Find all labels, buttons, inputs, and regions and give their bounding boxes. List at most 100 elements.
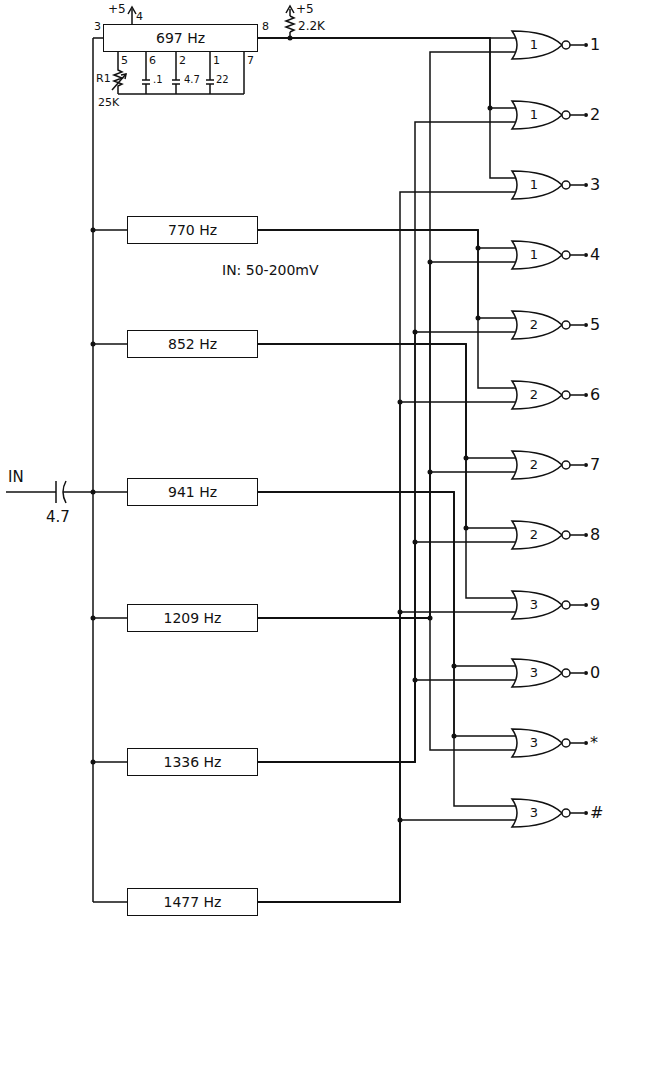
signal-wire [258,472,516,618]
output-dot [584,393,588,397]
part-value: 4.7 [46,508,70,526]
filter-label: 697 Hz [156,30,205,47]
junction-dot [398,818,403,823]
nor-gate: 2 [510,450,572,480]
supply-label: +5 [108,2,126,16]
gate-outline [512,311,562,339]
junction-dot [464,526,469,531]
nor-gate: 1 [510,100,572,130]
pin-number: 3 [94,20,101,33]
inversion-bubble [562,111,570,119]
signal-note: IN: 50-200mV [222,262,319,279]
nor-gate-symbol [510,310,572,340]
inversion-bubble [562,669,570,677]
junction-dot [428,616,433,621]
pin-number: 4 [136,10,143,23]
nor-gate-symbol [510,380,572,410]
junction-dot [476,246,481,251]
filter-label: 770 Hz [168,222,217,239]
output-digit: 6 [590,385,600,404]
junction-dot [413,540,418,545]
supply-arrow [286,6,294,13]
filter-box: 852 Hz [127,330,258,358]
nor-gate-symbol [510,240,572,270]
signal-wire [258,52,516,618]
junction-dot [452,734,457,739]
potentiometer-arrow [112,74,126,90]
filter-label: 852 Hz [168,336,217,353]
signal-wire [258,38,516,108]
nor-gate-symbol [510,520,572,550]
output-dot [584,811,588,815]
inversion-bubble [562,321,570,329]
potentiometer-arrow [121,74,126,79]
capacitor-symbol [172,80,180,84]
pin-wire [175,52,177,94]
inversion-bubble [562,809,570,817]
pullup-wire [289,9,291,16]
junction-dot [464,456,469,461]
junction-dot [413,678,418,683]
output-dot [584,533,588,537]
junction-dot [428,470,433,475]
capacitor-symbol [142,80,150,84]
output-dot [584,253,588,257]
signal-wire [258,344,516,598]
output-digit: * [590,733,598,752]
signal-wire [258,344,516,458]
output-dot [584,671,588,675]
output-dot [584,463,588,467]
nor-gate: 2 [510,520,572,550]
junction-dot [413,330,418,335]
gate-number: 3 [530,597,538,613]
signal-wire [258,680,516,762]
nor-gate: 2 [510,310,572,340]
filter-label: 941 Hz [168,484,217,501]
nor-gate: 1 [510,30,572,60]
signal-wire [258,618,516,750]
nor-gate: 3 [510,658,572,688]
part-value: 25K [98,96,119,109]
nor-gate-symbol [510,450,572,480]
output-dot [584,603,588,607]
gate-outline [512,451,562,479]
output-dot [584,43,588,47]
junction-dot [476,316,481,321]
inversion-bubble [562,531,570,539]
nor-gate: 2 [510,380,572,410]
filter-label: 1477 Hz [164,894,222,911]
input-wire [6,491,56,493]
gate-outline [512,591,562,619]
part-value: 4.7 [184,74,200,86]
signal-wire [258,122,516,762]
inversion-bubble [562,251,570,259]
signal-wire [258,344,516,528]
filter-box: 1209 Hz [127,604,258,632]
filter-box: 941 Hz [127,478,258,506]
part-value: 2.2K [298,19,325,33]
gate-number: 2 [530,387,538,403]
capacitor-symbol [206,80,214,84]
input-stub [93,901,127,903]
signal-wire [258,332,516,762]
nor-gate-symbol [510,798,572,828]
junction-dot [398,400,403,405]
gate-outline [512,659,562,687]
output-digit: 7 [590,455,600,474]
signal-wire [258,612,516,902]
pin-number: 2 [179,54,186,67]
junction-dot [91,760,96,765]
pin-wire [243,52,245,94]
output-digit: 9 [590,595,600,614]
nor-gate-symbol [510,30,572,60]
nor-gate-symbol [510,728,572,758]
supply-arrow [128,7,136,14]
pin-number: 1 [213,54,220,67]
signal-name: IN [8,468,24,486]
junction-dot [428,260,433,265]
gate-number: 1 [530,107,538,123]
filter-box: 1477 Hz [127,888,258,916]
signal-wire [258,262,516,618]
nor-gate-symbol [510,590,572,620]
junction-dot [398,610,403,615]
